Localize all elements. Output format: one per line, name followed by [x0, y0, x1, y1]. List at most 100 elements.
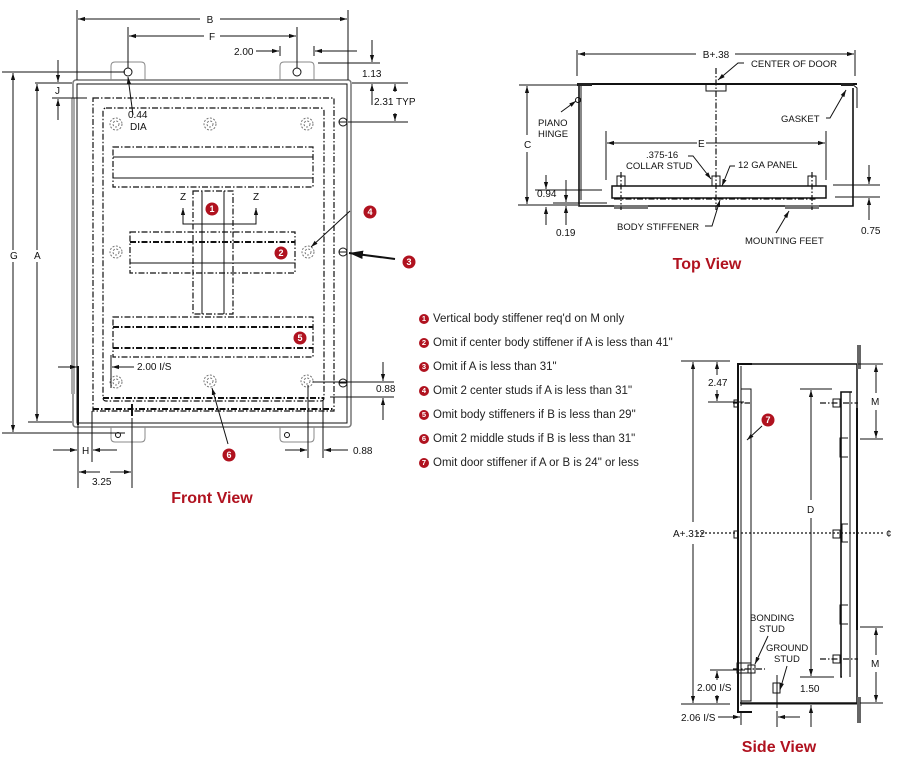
label-body-stiffener: BODY STIFFENER: [617, 222, 699, 233]
dim-d: D: [807, 505, 814, 516]
dim-stud-side: 0.88: [353, 446, 373, 457]
label-center-of-door: CENTER OF DOOR: [751, 59, 837, 70]
note-item: 4 Omit 2 center studs if A is less than 3…: [419, 384, 679, 398]
mounting-tab: [279, 427, 315, 443]
note-text: Omit body stiffeners if B is less than 2…: [433, 409, 636, 421]
mounting-hole: [123, 67, 133, 77]
note-number-badge: 3: [419, 362, 429, 372]
svg-text:4: 4: [367, 207, 372, 217]
note-item: 2 Omit if center body stiffener if A is l…: [419, 336, 679, 350]
note-number-badge: 5: [419, 410, 429, 420]
mounting-foot: [614, 205, 648, 209]
side-view-title: Side View: [742, 739, 817, 756]
body-stiffener-bottom: [112, 316, 314, 358]
mounting-foot: [785, 205, 819, 209]
note-text: Omit if center body stiffener if A is le…: [433, 337, 673, 349]
callout-3: 3: [402, 255, 416, 269]
dim-2-06-is: 2.06 I/S: [681, 713, 716, 724]
section-z-right: Z: [253, 192, 259, 203]
note-item: 5 Omit body stiffeners if B is less than …: [419, 408, 679, 422]
top-view-title: Top View: [673, 256, 742, 273]
dim-0-19: 0.19: [556, 228, 576, 239]
front-view: Z Z B F 2.00: [2, 10, 416, 507]
label-collar-stud: COLLAR STUD: [626, 161, 693, 172]
door-stiffener: [740, 388, 752, 702]
callout-4: 4: [363, 205, 377, 219]
centerline-mark: ¢: [886, 529, 892, 540]
label-bonding-stud: STUD: [759, 624, 785, 635]
panel-outline: [92, 97, 335, 412]
note-number-badge: 2: [419, 338, 429, 348]
dim-tab-height: 1.13: [362, 69, 382, 80]
top-collar-studs: [616, 172, 817, 210]
dim-h: H: [82, 446, 89, 457]
dim-j: J: [55, 86, 60, 97]
dim-f: F: [209, 32, 215, 43]
callout-1: 1: [205, 202, 219, 216]
panel-inner-outline: [102, 107, 325, 402]
door-outline: [76, 83, 348, 424]
dim-b: B: [207, 15, 214, 26]
dim-c: C: [524, 140, 531, 151]
svg-text:7: 7: [765, 415, 770, 425]
collar-studs: [109, 117, 315, 389]
side-panel: [840, 391, 852, 678]
label-bonding: BONDING: [750, 613, 794, 624]
mounting-hole: [292, 67, 302, 77]
mounting-foot: [857, 345, 861, 369]
callout-7: 7: [761, 413, 775, 427]
note-item: 1 Vertical body stiffener req'd on M only: [419, 312, 679, 326]
label-collar-size: .375-16: [646, 150, 678, 161]
note-item: 6 Omit 2 middle studs if B is less than 3…: [419, 432, 679, 446]
note-text: Omit 2 middle studs if B is less than 31…: [433, 433, 636, 445]
label-piano: PIANO: [538, 118, 568, 129]
section-z-line: [182, 208, 259, 225]
dim-is: 2.00 I/S: [137, 362, 172, 373]
note-number-badge: 7: [419, 458, 429, 468]
dim-e: E: [698, 139, 705, 150]
note-text: Omit door stiffener if A or B is 24" or …: [433, 457, 639, 469]
label-mounting-feet: MOUNTING FEET: [745, 236, 824, 247]
dim-hole: 0.44: [128, 110, 148, 121]
side-view: ¢ A+.312 2.47 D M M 2.00 I/S 2.06 I/S: [673, 345, 892, 756]
dim-m-top: M: [871, 397, 879, 408]
label-hinge: HINGE: [538, 129, 568, 140]
note-item: 3 Omit if A is less than 31": [419, 360, 679, 374]
body-stiffener-center: [129, 231, 296, 274]
callout-6: 6: [222, 448, 236, 462]
top-view: B+.38 CENTER OF DOOR PIANO HINGE GASKET …: [518, 50, 881, 273]
callout-5: 5: [293, 331, 307, 345]
mounting-slot: [284, 432, 290, 438]
note-text: Vertical body stiffener req'd on M only: [433, 313, 625, 325]
dim-stud-bottom: 0.88: [376, 384, 396, 395]
front-view-title: Front View: [171, 490, 253, 507]
dim-2-47: 2.47: [708, 378, 728, 389]
dim-1-50: 1.50: [800, 684, 820, 695]
dim-g: G: [10, 251, 18, 262]
label-ground: GROUND: [766, 643, 808, 654]
dim-b-plus: B+.38: [703, 50, 730, 61]
piano-hinge: [71, 98, 75, 394]
callout-2: 2: [274, 246, 288, 260]
svg-text:1: 1: [209, 204, 214, 214]
body-stiffener-top: [112, 146, 314, 188]
dim-0-94: 0.94: [537, 189, 557, 200]
dim-3-25: 3.25: [92, 477, 112, 488]
svg-text:2: 2: [278, 248, 283, 258]
notes-list: 1 Vertical body stiffener req'd on M only…: [419, 312, 679, 480]
dim-hole-dia: DIA: [130, 122, 147, 133]
dim-a: A: [34, 251, 41, 262]
piano-hinge-pivot: [575, 97, 581, 103]
note-number-badge: 4: [419, 386, 429, 396]
note-text: Omit 2 center studs if A is less than 31…: [433, 385, 633, 397]
label-gasket: GASKET: [781, 114, 820, 125]
note-item: 7 Omit door stiffener if A or B is 24" or…: [419, 456, 679, 470]
side-door: [737, 363, 752, 705]
dim-2-00-is: 2.00 I/S: [697, 683, 732, 694]
top-panel: [611, 185, 827, 199]
mounting-foot: [857, 697, 861, 723]
note-number-badge: 1: [419, 314, 429, 324]
dim-tab-width: 2.00: [234, 47, 254, 58]
note-text: Omit if A is less than 31": [433, 361, 557, 373]
note-number-badge: 6: [419, 434, 429, 444]
